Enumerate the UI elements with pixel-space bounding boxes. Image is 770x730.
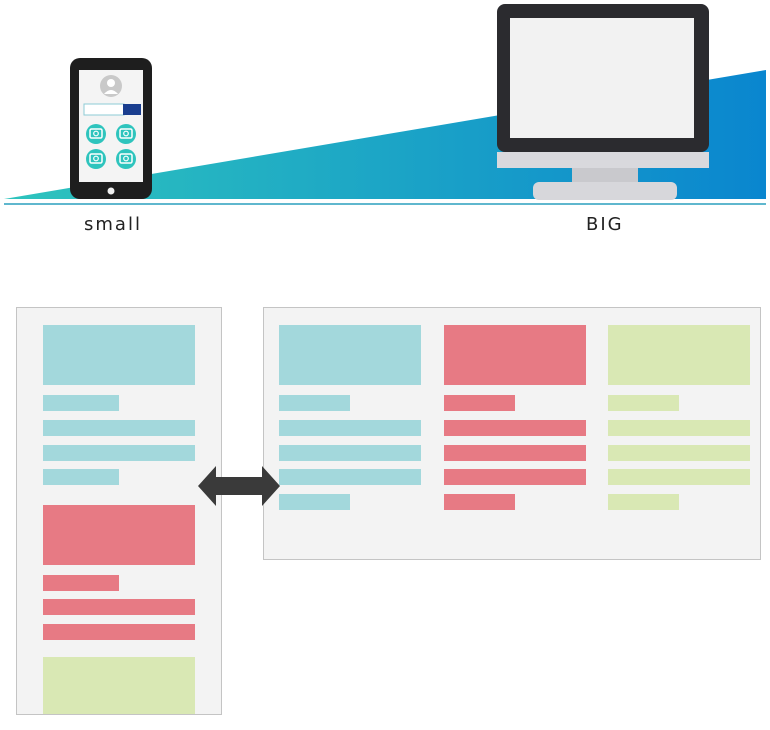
red-text-line bbox=[43, 575, 119, 591]
teal-text-line bbox=[43, 445, 195, 461]
red-text-line bbox=[444, 445, 586, 461]
green-text-line bbox=[608, 395, 679, 411]
camera-icon bbox=[116, 124, 136, 144]
double-arrow-icon bbox=[198, 466, 280, 506]
red-image-block bbox=[43, 505, 195, 565]
teal-text-line bbox=[43, 395, 119, 411]
size-scale-illustration bbox=[4, 4, 766, 205]
teal-text-line bbox=[43, 420, 195, 436]
camera-icon bbox=[86, 149, 106, 169]
phone-search-field bbox=[83, 103, 141, 116]
red-text-line bbox=[444, 494, 515, 510]
teal-text-line bbox=[279, 420, 421, 436]
user-avatar-icon bbox=[100, 75, 122, 97]
teal-text-line bbox=[279, 494, 350, 510]
mobile-layout-panel bbox=[16, 307, 222, 715]
desktop-layout-panel bbox=[263, 307, 761, 560]
teal-image-block bbox=[279, 325, 421, 385]
camera-icon bbox=[116, 149, 136, 169]
red-text-line bbox=[43, 624, 195, 640]
red-text-line bbox=[444, 469, 586, 485]
teal-image-block bbox=[43, 325, 195, 385]
green-text-line bbox=[608, 469, 750, 485]
red-text-line bbox=[444, 420, 586, 436]
teal-text-line bbox=[279, 469, 421, 485]
caption-small: small bbox=[84, 214, 142, 235]
desktop-monitor bbox=[497, 4, 709, 200]
green-text-line bbox=[608, 420, 750, 436]
teal-text-line bbox=[279, 445, 421, 461]
teal-text-line bbox=[43, 469, 119, 485]
red-text-line bbox=[444, 395, 515, 411]
green-text-line bbox=[608, 494, 679, 510]
green-image-block bbox=[608, 325, 750, 385]
smartphone bbox=[70, 58, 152, 199]
red-image-block bbox=[444, 325, 586, 385]
green-image-block bbox=[43, 657, 195, 714]
green-text-line bbox=[608, 445, 750, 461]
camera-icon bbox=[86, 124, 106, 144]
teal-text-line bbox=[279, 395, 350, 411]
caption-big: BIG bbox=[586, 214, 624, 235]
red-text-line bbox=[43, 599, 195, 615]
